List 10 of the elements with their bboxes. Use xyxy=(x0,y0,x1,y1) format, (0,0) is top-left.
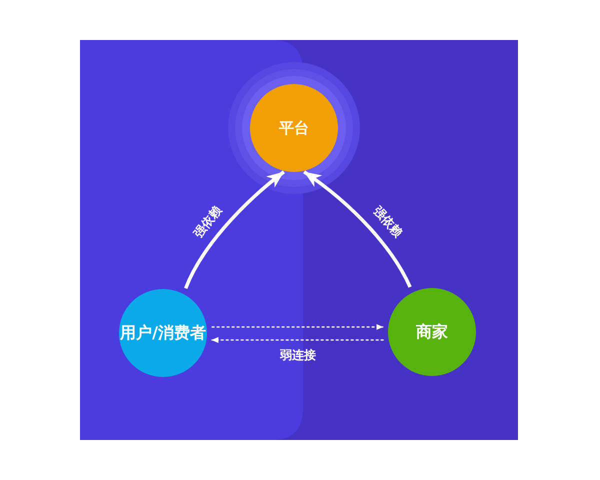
dashed-arrow xyxy=(212,324,384,330)
edge-label: 强依赖 xyxy=(370,204,406,240)
node-label: 用户/消费者 xyxy=(120,323,206,343)
node-label: 平台 xyxy=(279,119,309,137)
curved-arrow xyxy=(184,170,285,290)
curved-arrow xyxy=(303,170,412,288)
edge-label: 强依赖 xyxy=(191,203,225,241)
node-label: 商家 xyxy=(416,322,448,342)
edge-label: 弱连接 xyxy=(280,348,316,362)
dashed-arrow xyxy=(211,337,384,343)
